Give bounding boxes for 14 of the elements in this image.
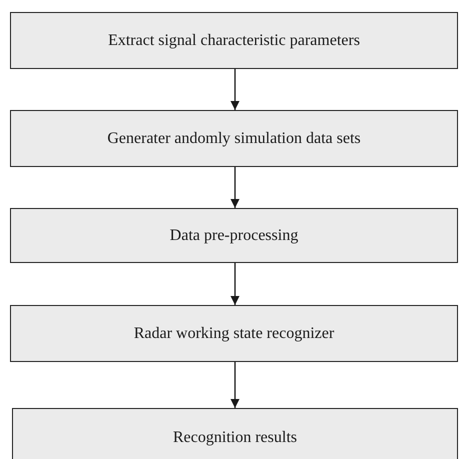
step-text: Recognition results	[173, 429, 297, 447]
process-box	[10, 12, 458, 69]
process-box	[10, 305, 458, 362]
arrow	[230, 263, 240, 305]
process-box	[10, 110, 458, 167]
step-text: Data pre-processing	[170, 226, 298, 244]
step-text: Generater andomly simulation data sets	[107, 130, 361, 148]
step-text: Extract signal characteristic parameters	[108, 32, 360, 50]
arrow	[230, 362, 240, 408]
process-box	[10, 208, 458, 263]
step-text: Radar working state recognizer	[134, 324, 334, 342]
arrow	[230, 167, 240, 208]
process-box	[12, 408, 458, 459]
arrow	[230, 69, 240, 110]
